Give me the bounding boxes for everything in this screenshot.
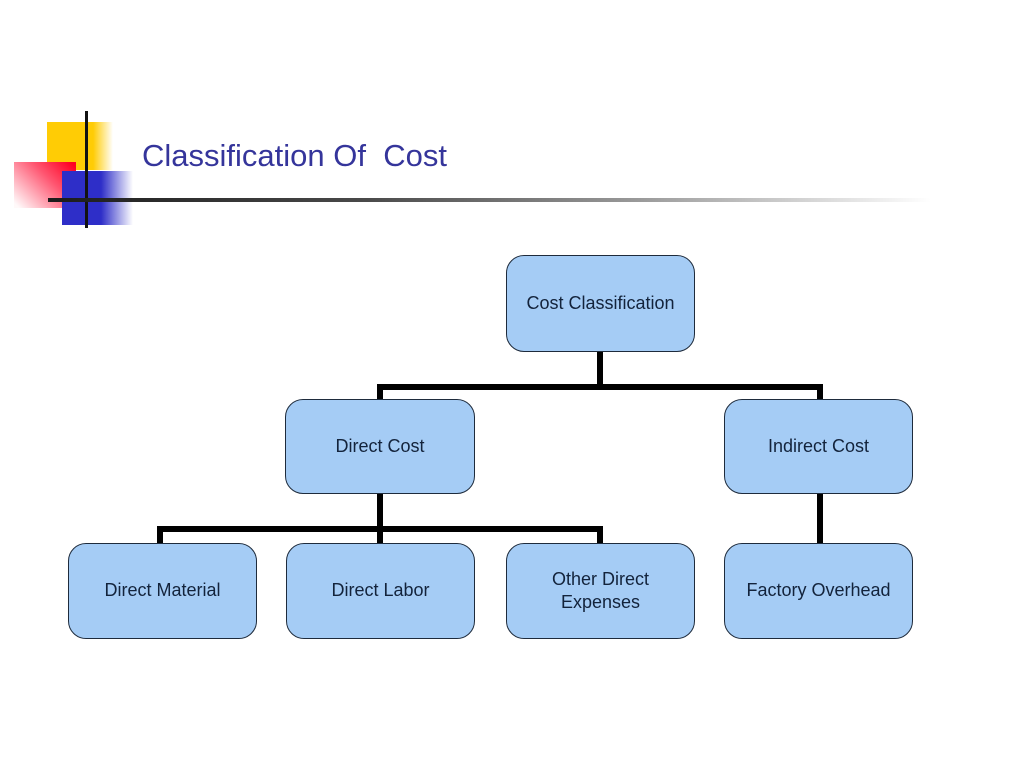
node-indirect-cost: Indirect Cost bbox=[724, 399, 913, 494]
node-other-direct-expenses: Other Direct Expenses bbox=[506, 543, 695, 639]
node-direct-material: Direct Material bbox=[68, 543, 257, 639]
connector-direct-cost-drop bbox=[377, 493, 383, 530]
node-direct-cost: Direct Cost bbox=[285, 399, 475, 494]
header-divider-rule bbox=[48, 198, 958, 202]
connector-other-direct-expenses-stub bbox=[597, 526, 603, 545]
node-factory-overhead: Factory Overhead bbox=[724, 543, 913, 639]
connector-direct-cost-stub bbox=[377, 384, 383, 402]
accent-vertical-line bbox=[85, 111, 88, 228]
connector-indirect-cost-stub bbox=[817, 384, 823, 402]
node-cost-classification: Cost Classification bbox=[506, 255, 695, 352]
connector-direct-labor-stub bbox=[377, 526, 383, 545]
connector-direct-material-stub bbox=[157, 526, 163, 545]
page-title: Classification Of Cost bbox=[142, 138, 447, 173]
connector-indirect-cost-drop bbox=[817, 493, 823, 545]
connector-level2-bar bbox=[377, 384, 823, 390]
node-direct-labor: Direct Labor bbox=[286, 543, 475, 639]
connector-root-drop bbox=[597, 351, 603, 388]
